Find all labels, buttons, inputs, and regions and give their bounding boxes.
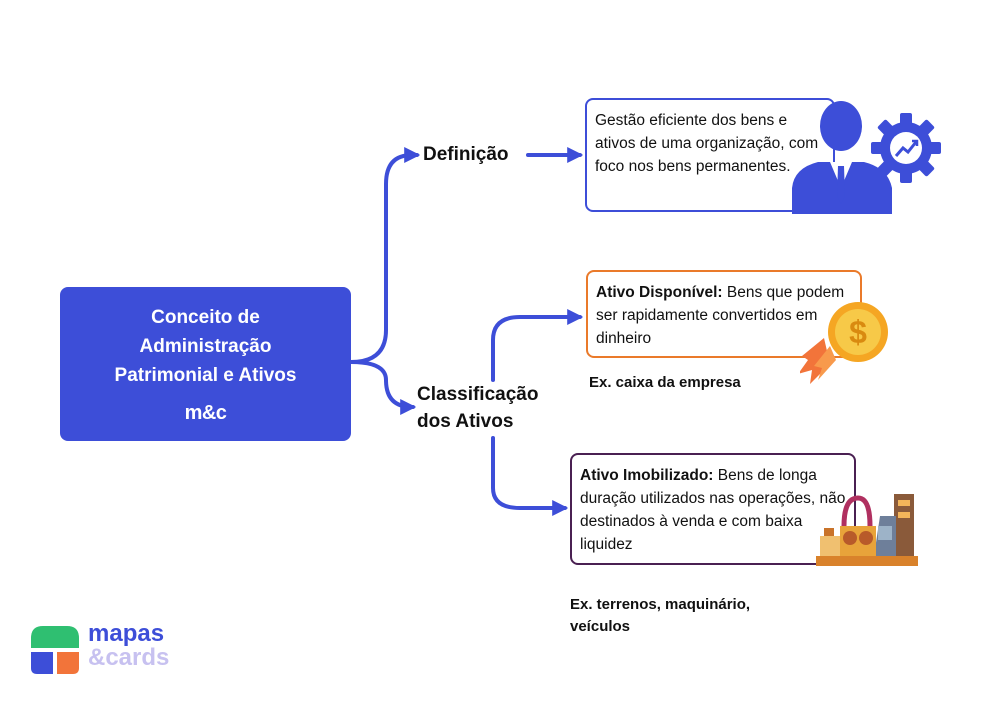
logo-line-2: &cards [88,644,170,671]
factory-machinery-icon [816,494,918,566]
root-node: Conceito de Administração Patrimonial e … [60,287,351,441]
ativo-imobilizado-example: Ex. terrenos, maquinário, veículos [570,596,751,635]
ativo-disponivel-example: Ex. caixa da empresa [589,374,741,391]
coin-dollar-icon: $ [800,302,888,384]
definition-text: Gestão eficiente dos bens e ativos de um… [595,112,819,175]
connector-to-definition [349,147,421,364]
connector-to-ativo-imobilizado [491,436,569,516]
ativo-disponivel-text: Bens que podem ser rapidamente convertid… [596,284,845,347]
classification-label: Classificação dos Ativos [417,384,539,432]
definition-card: Gestão eficiente dos bens e ativos de um… [585,98,835,212]
ativo-imobilizado-title: Ativo Imobilizado: [580,467,714,484]
ativo-disponivel-title: Ativo Disponível: [596,284,723,301]
ativo-disponivel-card: Ativo Disponível: Bens que podem ser rap… [586,270,862,358]
connector-to-ativo-disponivel [491,309,584,382]
ativo-imobilizado-text: Bens de longa duração utilizados nas ope… [580,467,846,553]
mapas-cards-logo: mapas &cards [88,622,169,670]
businessman-gear-icon [792,101,941,214]
root-brand: m&c [184,402,227,424]
connector-to-classification [349,360,417,415]
ativo-imobilizado-card: Ativo Imobilizado: Bens de longa duração… [570,453,856,565]
svg-text:$: $ [849,314,867,350]
mapas-cards-logo-icon [31,626,79,674]
logo-line-1: mapas [88,620,165,647]
definition-label: Definição [423,144,509,165]
root-title: Conceito de Administração Patrimonial e … [114,307,297,386]
